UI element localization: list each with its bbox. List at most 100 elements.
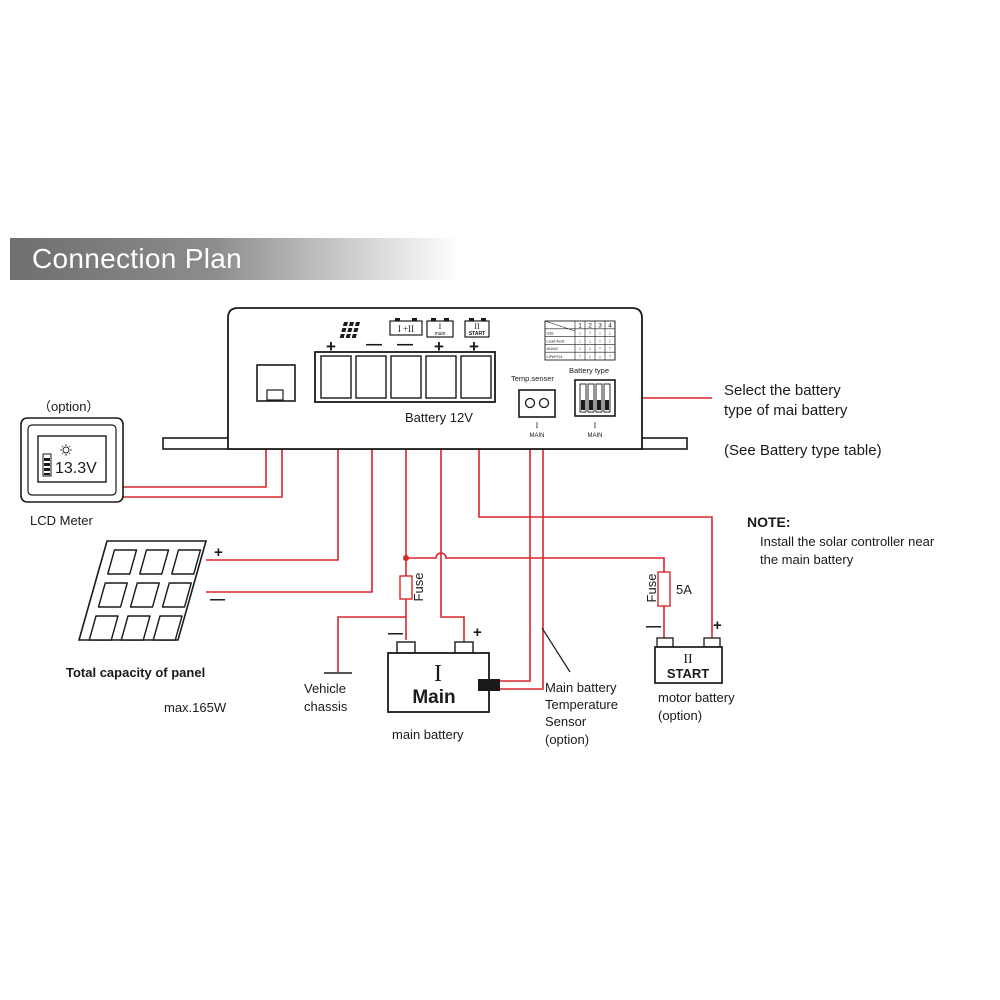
svg-text:the main battery: the main battery [760, 552, 854, 567]
wire-temp-2 [500, 446, 544, 690]
wire-panel-minus [206, 402, 373, 593]
battery-table-row-name: GEL [547, 331, 556, 336]
solar-cell [97, 582, 128, 608]
battery-table-cell: ↑ [599, 338, 602, 344]
terminal-bat1-plus[interactable] [425, 355, 457, 399]
battery-table-row-name: LiFePO4 [547, 354, 564, 359]
battery-select-note: Select the battery type of mai battery (… [724, 382, 882, 459]
solar-panel-cells [88, 549, 202, 641]
battery-table-cell: ↑ [609, 346, 612, 352]
panel-minus-sign: — [210, 591, 225, 608]
panel-capacity-value: max.165W [164, 700, 227, 715]
temp-pin-2 [538, 397, 550, 409]
solar-cell [107, 549, 138, 575]
motor-battery-caption-2: (option) [658, 708, 702, 723]
battery-voltage-label: Battery 12V [405, 410, 473, 425]
battery-table-row-name: AGM2 [547, 346, 559, 351]
dip-switch-3[interactable] [595, 383, 603, 413]
lcd-port-pin [266, 389, 284, 401]
page-title: Connection Plan [32, 243, 242, 274]
note-heading: NOTE: [747, 514, 791, 530]
vehicle-chassis: Vehicle chassis [304, 672, 352, 714]
battery-table-header: 2 [588, 322, 592, 329]
solar-panel: + — Total capacity of panel max.165W [66, 540, 227, 715]
lcd-meter-label: LCD Meter [30, 513, 94, 528]
junction-dot [403, 555, 409, 561]
title-bar: Connection Plan [10, 238, 460, 280]
battery-table-cell: ↓ [589, 354, 592, 360]
dip-switch-1[interactable] [579, 383, 587, 413]
terminal-bat-minus[interactable] [390, 355, 422, 399]
temperature-sensor-probe [478, 679, 500, 691]
battery-table-cell: ↓ [609, 331, 612, 337]
svg-text:main: main [435, 331, 446, 337]
main-battery-caption: main battery [392, 727, 464, 742]
solar-cell [152, 615, 183, 641]
motor-battery-name: START [667, 666, 709, 681]
battery-table-cell: ↓ [579, 346, 582, 352]
temp-pin-1 [524, 397, 536, 409]
sun-icon [60, 444, 72, 456]
chassis-label-2: chassis [304, 699, 348, 714]
svg-text:II: II [474, 322, 480, 331]
solar-cell [129, 582, 160, 608]
motor-battery-minus: — [646, 618, 661, 635]
svg-text:START: START [469, 331, 485, 337]
svg-text:I +II: I +II [398, 324, 414, 334]
terminal-block [314, 351, 496, 403]
temp-sensor-leader [541, 627, 571, 673]
battery-table-cell: ↓ [579, 338, 582, 344]
main-battery: — + I Main main battery [387, 624, 500, 742]
lcd-reading: 13.3V [55, 460, 97, 477]
battery-table-cell: ↑ [599, 346, 602, 352]
main-battery-body [387, 652, 490, 713]
svg-text:Temperature: Temperature [545, 697, 618, 712]
battery-label-i-ii: I +II [389, 318, 423, 336]
pv-plus-sign: + [326, 337, 336, 356]
temp-main-roman: I [536, 421, 539, 430]
motor-fuse-label: Fuse [644, 574, 659, 603]
main-fuse-label: Fuse [411, 573, 426, 602]
svg-text:Sensor: Sensor [545, 714, 587, 729]
wire-chassis [337, 616, 406, 672]
solar-cell [171, 549, 202, 575]
svg-text:(See Battery type table): (See Battery type table) [724, 442, 882, 459]
battery-type-label: Battery type [569, 366, 609, 375]
svg-text:I: I [439, 322, 442, 331]
dip-switch[interactable] [574, 379, 616, 417]
terminal-bat2-plus[interactable] [460, 355, 492, 399]
temp-sensor-port[interactable] [518, 389, 556, 418]
battery-label-start: II START [464, 318, 490, 338]
battery-table-cell: ↑ [579, 354, 582, 360]
wire-panel-plus [206, 402, 339, 561]
terminal-pv-minus[interactable] [355, 355, 387, 399]
chassis-label-1: Vehicle [304, 681, 346, 696]
temp-main-text: MAIN [530, 433, 545, 439]
svg-text:type of mai battery: type of mai battery [724, 402, 848, 419]
terminal-pv-plus[interactable] [320, 355, 352, 399]
main-fuse: Fuse [399, 555, 426, 602]
install-note: NOTE: Install the solar controller near … [747, 514, 935, 567]
battery-table-header: 4 [608, 322, 612, 329]
motor-battery-neg-post [656, 637, 674, 648]
motor-battery-caption-1: motor battery [658, 690, 735, 705]
solar-cell [88, 615, 119, 641]
bat1-plus-sign: + [434, 337, 444, 356]
solar-cell [139, 549, 170, 575]
svg-text:Select the battery: Select the battery [724, 382, 841, 399]
battery-table-cell: ↓ [599, 331, 602, 337]
dip-main-text: MAIN [588, 433, 603, 439]
dip-switch-2[interactable] [587, 383, 595, 413]
lcd-meter: （option） 13.3V LCD Meter [20, 399, 124, 528]
motor-fuse [657, 571, 671, 607]
battery-table-header: 3 [598, 322, 602, 329]
dip-switch-4[interactable] [603, 383, 611, 413]
main-battery-name: Main [412, 687, 455, 708]
motor-battery-pos-post [703, 637, 721, 648]
svg-text:Install the solar controller n: Install the solar controller near [760, 534, 935, 549]
wire-temp-1 [500, 446, 531, 682]
battery-table-row-name: Lead Acid [547, 338, 565, 343]
main-battery-pos-post [454, 641, 474, 654]
